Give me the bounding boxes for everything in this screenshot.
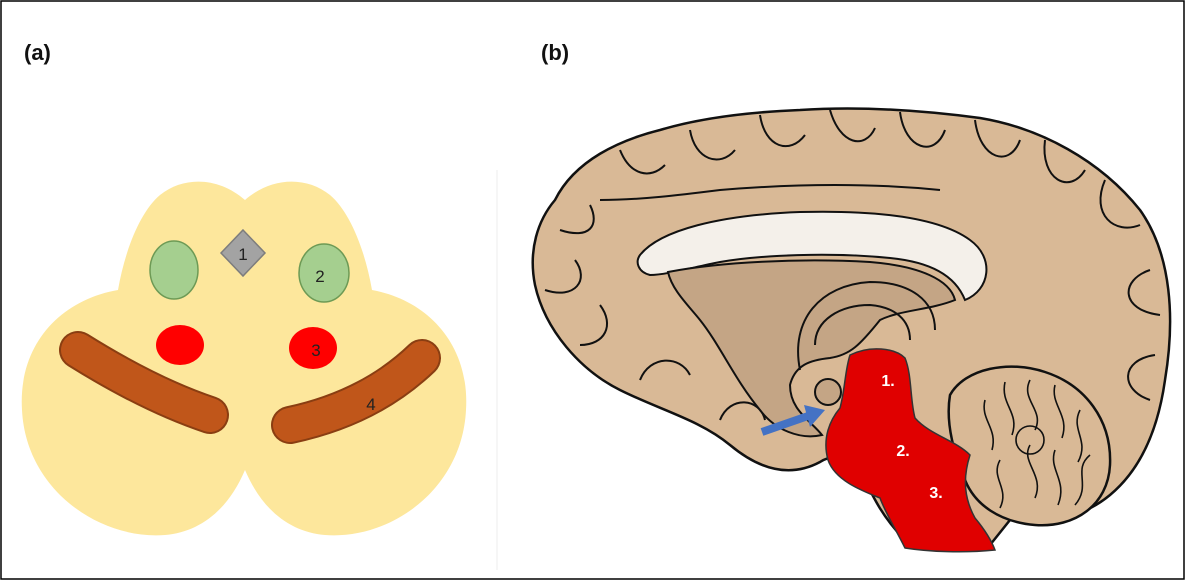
panel-label-a: (a) <box>24 40 51 66</box>
panel-label-b: (b) <box>541 40 569 66</box>
mammillary-body <box>815 379 841 405</box>
marker-label-a1: 1 <box>238 245 247 264</box>
marker-label-b1: 1. <box>881 373 894 390</box>
green-oval-left <box>150 241 198 299</box>
marker-label-a4: 4 <box>366 395 375 414</box>
marker-label-a3: 3 <box>311 341 320 360</box>
red-spot-left <box>156 325 204 365</box>
marker-label-b3: 3. <box>929 485 942 502</box>
marker-label-b2: 2. <box>896 443 909 460</box>
marker-label-a2: 2 <box>315 267 324 286</box>
